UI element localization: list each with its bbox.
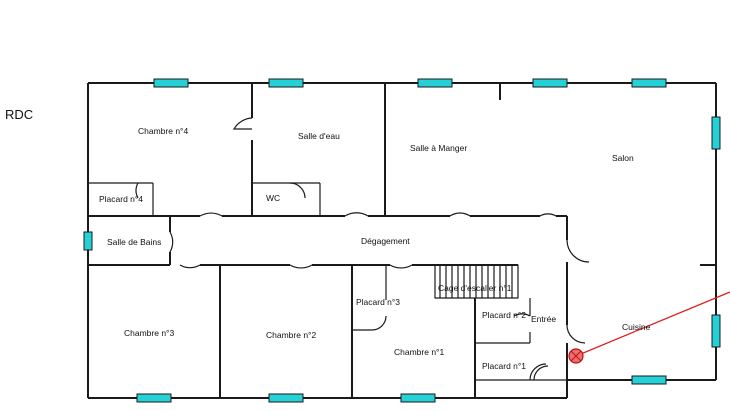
room-labels: Chambre n°4 Salle d'eau Salle à Manger S… [99, 126, 651, 371]
room-salle-manger: Salle à Manger [410, 143, 467, 153]
interior-walls [88, 83, 716, 398]
room-cage-escalier: Cage d'escalier n°1 [438, 283, 512, 293]
room-salle-eau: Salle d'eau [298, 131, 340, 141]
room-placard4: Placard n°4 [99, 194, 143, 204]
room-placard1: Placard n°1 [482, 361, 526, 371]
staircase [434, 264, 519, 299]
room-cuisine: Cuisine [622, 322, 651, 332]
room-chambre2: Chambre n°2 [266, 330, 316, 340]
room-degagement: Dégagement [361, 236, 410, 246]
crosshair-circle-icon [568, 348, 584, 364]
room-chambre3: Chambre n°3 [124, 328, 174, 338]
floor-label: RDC [5, 107, 33, 122]
room-placard2: Placard n°2 [482, 310, 526, 320]
room-wc: WC [266, 193, 280, 203]
door-swings [135, 117, 590, 381]
room-salon: Salon [612, 153, 634, 163]
room-entree: Entrée [531, 314, 556, 324]
room-salle-bains: Salle de Bains [107, 237, 161, 247]
windows [83, 78, 721, 403]
marker-group [568, 291, 730, 364]
room-placard3: Placard n°3 [356, 297, 400, 307]
room-chambre1: Chambre n°1 [394, 347, 444, 357]
room-chambre4: Chambre n°4 [138, 126, 188, 136]
